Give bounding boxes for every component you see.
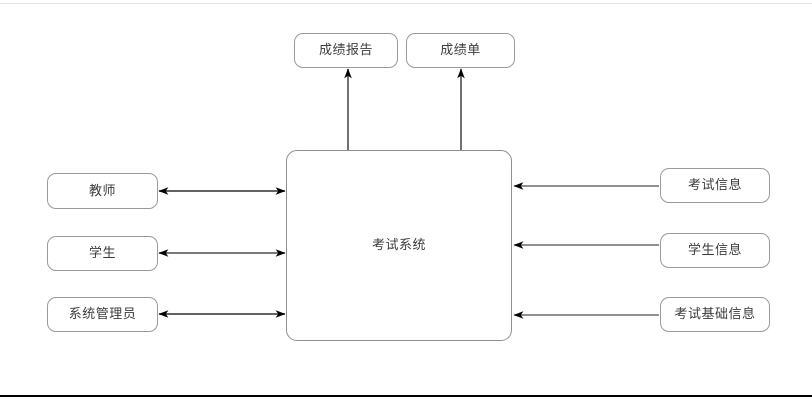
node-student-label: 学生 bbox=[88, 246, 116, 261]
node-system-administrator[interactable]: 系统管理员 bbox=[47, 297, 158, 332]
node-grade-sheet-label: 成绩单 bbox=[440, 43, 481, 58]
node-teacher-label: 教师 bbox=[88, 183, 116, 199]
node-exam-base-info-label: 考试基础信息 bbox=[674, 307, 756, 322]
node-exam-base-info[interactable]: 考试基础信息 bbox=[660, 297, 770, 332]
node-teacher[interactable]: 教师 bbox=[47, 173, 158, 209]
node-exam-info-label: 考试信息 bbox=[687, 178, 742, 193]
node-grade-report[interactable]: 成绩报告 bbox=[294, 33, 398, 68]
node-grade-sheet[interactable]: 成绩单 bbox=[406, 33, 515, 68]
node-exam-system-label: 考试系统 bbox=[371, 238, 426, 253]
node-student-info-label: 学生信息 bbox=[687, 243, 742, 258]
bottom-divider-line bbox=[0, 395, 812, 397]
top-divider-line bbox=[0, 3, 812, 4]
node-student-info[interactable]: 学生信息 bbox=[660, 233, 770, 268]
node-exam-info[interactable]: 考试信息 bbox=[660, 168, 770, 203]
node-grade-report-label: 成绩报告 bbox=[318, 43, 373, 58]
node-student[interactable]: 学生 bbox=[47, 236, 158, 271]
node-exam-system[interactable]: 考试系统 bbox=[286, 150, 512, 341]
node-system-administrator-label: 系统管理员 bbox=[68, 307, 137, 322]
